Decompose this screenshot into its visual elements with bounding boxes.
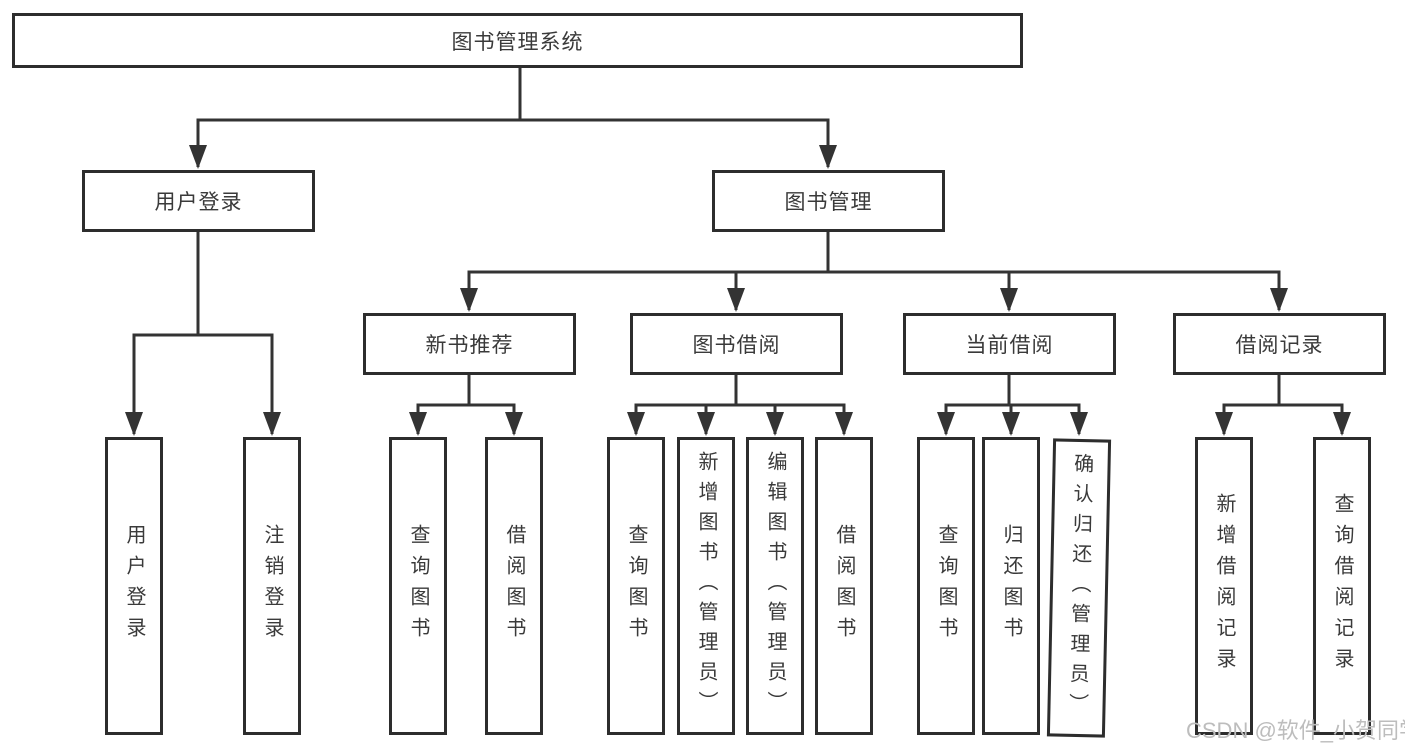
leaf-add-book-admin: 新增图书（管理员）: [677, 437, 735, 735]
node-user-login: 用户登录: [82, 170, 315, 232]
node-book-borrow: 图书借阅: [630, 313, 843, 375]
leaf-add-borrow-record: 新增借阅记录: [1195, 437, 1253, 735]
leaf-query-borrow-record: 查询借阅记录: [1313, 437, 1371, 735]
leaf-edit-book-admin: 编辑图书（管理员）: [746, 437, 804, 735]
leaf-recommend-borrow-book: 借阅图书: [485, 437, 543, 735]
leaf-user-login: 用户登录: [105, 437, 163, 735]
leaf-recommend-query-book: 查询图书: [389, 437, 447, 735]
node-new-book-recommend: 新书推荐: [363, 313, 576, 375]
leaf-return-book: 归还图书: [982, 437, 1040, 735]
leaf-confirm-return-admin: 确认归还（管理员）: [1046, 438, 1112, 738]
node-book-management: 图书管理: [712, 170, 945, 232]
leaf-current-query-book: 查询图书: [917, 437, 975, 735]
leaf-borrow-borrow-book: 借阅图书: [815, 437, 873, 735]
node-library-management-system: 图书管理系统: [12, 13, 1023, 68]
node-current-borrow: 当前借阅: [903, 313, 1116, 375]
leaf-logout-login: 注销登录: [243, 437, 301, 735]
watermark-text: CSDN @软件_小贺同学: [1186, 718, 1405, 743]
node-borrow-records: 借阅记录: [1173, 313, 1386, 375]
leaf-borrow-query-book: 查询图书: [607, 437, 665, 735]
